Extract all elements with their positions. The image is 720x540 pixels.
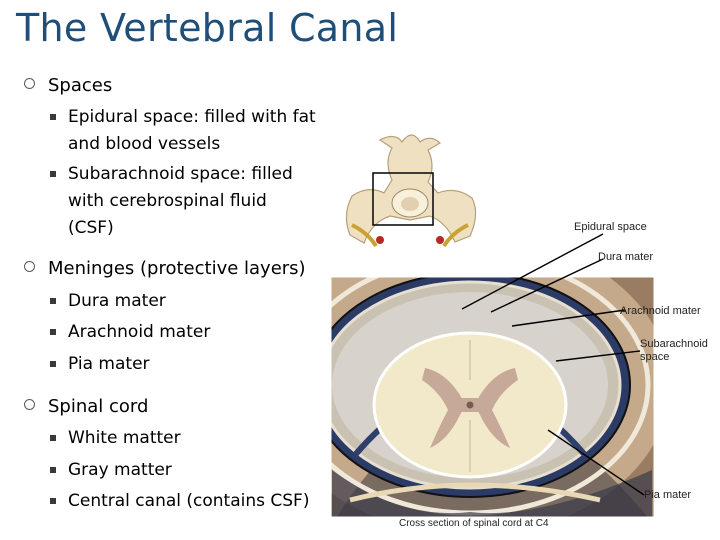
square-bullet-icon [50, 329, 56, 335]
spinal-cord [372, 331, 568, 479]
thumbnail-artery-left [376, 236, 384, 244]
sub-bullet-epidural: Epidural space: filled with fat and bloo… [50, 104, 340, 158]
label-arachnoid-mater: Arachnoid mater [620, 305, 701, 317]
bullet-label: Meninges (protective layers) [48, 258, 306, 279]
square-bullet-icon [50, 435, 56, 441]
arachnoid-layer [331, 280, 622, 490]
leader-arachnoid [511, 309, 626, 327]
label-dura-mater: Dura mater [598, 251, 654, 263]
gray-matter-right [477, 368, 518, 448]
figure-caption: Cross section of spinal cord at C4 [399, 518, 549, 529]
square-bullet-icon [50, 171, 56, 177]
sub-bullet-text: Gray matter [68, 460, 172, 480]
thumbnail-artery-right [436, 236, 444, 244]
leader-lines [461, 233, 645, 496]
gray-matter-left [422, 368, 463, 448]
leader-dura [490, 258, 604, 313]
epidural-band [331, 277, 651, 516]
sub-bullet-dura: Dura mater [50, 288, 340, 315]
zoom-box [372, 172, 434, 226]
sub-bullet-white-matter: White matter [50, 425, 340, 452]
thumbnail-cord [401, 197, 419, 211]
sub-bullet-gray-matter: Gray matter [50, 457, 340, 484]
hollow-circle-bullet-icon [24, 78, 35, 89]
square-bullet-icon [50, 298, 56, 304]
leader-epidural [461, 233, 604, 310]
dura-mater-layer [331, 277, 631, 498]
sub-bullet-text: Subarachnoid space: filled with cerebros… [68, 164, 293, 238]
hollow-circle-bullet-icon [24, 399, 35, 410]
sub-bullet-subarachnoid: Subarachnoid space: filled with cerebros… [50, 161, 340, 242]
bullet-spinal-cord: Spinal cord [24, 396, 148, 417]
leader-subarachnoid [555, 350, 641, 362]
square-bullet-icon [50, 114, 56, 120]
background-tissue [331, 277, 654, 517]
label-pia-mater: Pia mater [644, 489, 692, 501]
label-epidural-space: Epidural space [574, 221, 647, 233]
bullet-meninges: Meninges (protective layers) [24, 258, 306, 279]
sub-bullet-arachnoid: Arachnoid mater [50, 319, 340, 346]
sub-bullet-text: Arachnoid mater [68, 322, 211, 342]
hollow-circle-bullet-icon [24, 261, 35, 272]
square-bullet-icon [50, 498, 56, 504]
square-bullet-icon [50, 361, 56, 367]
vertebra-bone [345, 134, 477, 244]
sub-bullet-central-canal: Central canal (contains CSF) [50, 488, 340, 515]
label-subarachnoid-space: Subarachnoid space [640, 338, 708, 363]
central-canal [466, 401, 474, 409]
subarachnoid-space [332, 292, 608, 478]
sub-bullet-text: White matter [68, 428, 181, 448]
sub-bullet-pia: Pia mater [50, 351, 340, 378]
sub-bullet-text: Central canal (contains CSF) [68, 491, 310, 511]
bullet-label: Spinal cord [48, 396, 149, 417]
sub-bullet-text: Pia mater [68, 354, 150, 374]
sub-bullet-text: Dura mater [68, 291, 166, 311]
thumbnail-nerve-left [351, 223, 378, 248]
bullet-spaces: Spaces [24, 75, 112, 96]
leader-pia [547, 429, 645, 496]
sub-bullet-text: Epidural space: filled with fat and bloo… [68, 107, 316, 154]
thumbnail-nerve-right [442, 223, 469, 248]
bullet-list: Spaces Epidural space: filled with fat a… [0, 0, 340, 540]
vertebra-thumbnail [345, 134, 477, 248]
bullet-label: Spaces [48, 75, 113, 96]
square-bullet-icon [50, 467, 56, 473]
slide-title: The Vertebral Canal [16, 6, 399, 50]
vertebral-foramen [391, 188, 429, 218]
